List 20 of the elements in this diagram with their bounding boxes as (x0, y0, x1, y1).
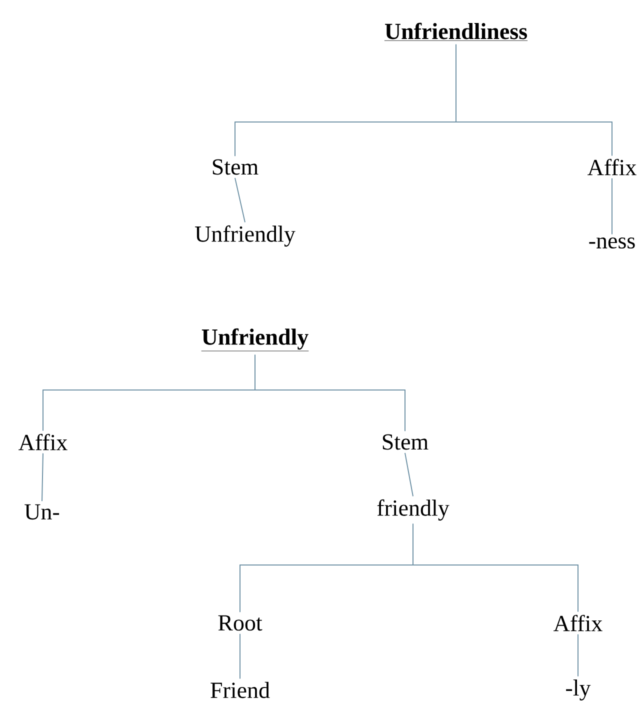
branch-line (254, 354, 406, 432)
word-label: Affix (588, 158, 636, 176)
word-label: Stem (382, 434, 428, 450)
branch-line (234, 177, 246, 223)
word-label: Friend (210, 682, 270, 698)
branch-line (412, 523, 578, 612)
word-label: Un- (24, 504, 60, 520)
branch-line (404, 452, 414, 497)
word-label: -ly (566, 680, 591, 700)
word-label: Root (218, 615, 262, 631)
word-label: friendly (377, 499, 450, 521)
word-label: Stem (212, 159, 258, 175)
word-label: Affix (18, 434, 68, 450)
heading: Unfriendliness (384, 22, 528, 41)
branch-line (42, 452, 44, 502)
word-label: Affix (554, 614, 602, 632)
heading: Unfriendly (201, 328, 309, 352)
branch-line (456, 44, 612, 156)
word-label: Unfriendly (195, 225, 296, 247)
word-label: -ness (589, 237, 635, 249)
